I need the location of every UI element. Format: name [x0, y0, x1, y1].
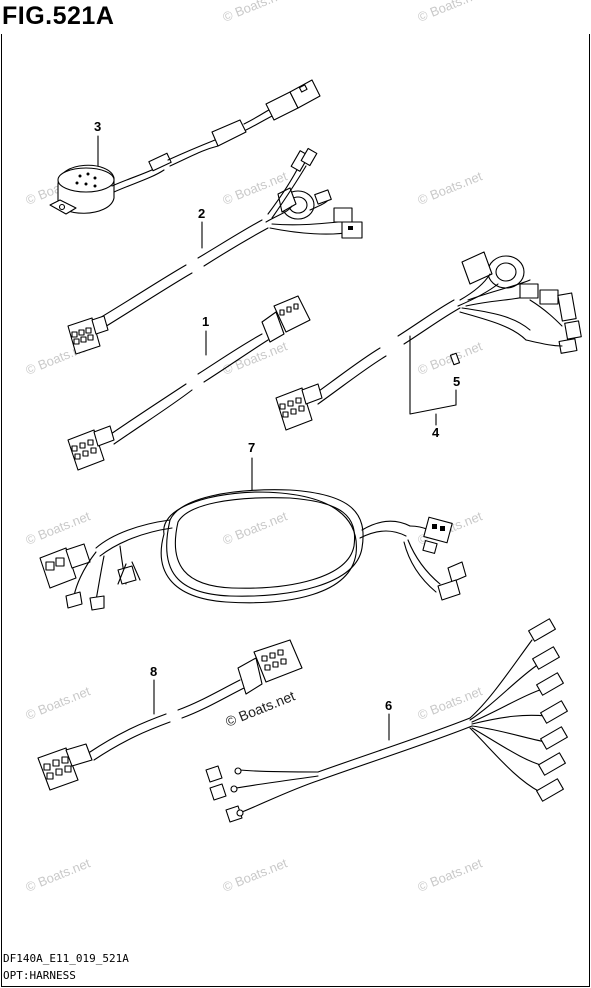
wire-sleeve — [211, 119, 247, 147]
harness-loop — [160, 491, 357, 604]
wire — [269, 221, 353, 235]
watermark: © Boats.net — [416, 168, 485, 208]
callout-7: 7 — [248, 440, 255, 455]
part-6-harness[interactable]: 6 — [205, 618, 568, 823]
buzzer-top — [57, 167, 115, 193]
callout-3: 3 — [94, 119, 101, 134]
part-2-harness[interactable]: 2 — [67, 147, 363, 355]
connector-housing — [39, 547, 77, 589]
part-7-harness[interactable]: 7 — [39, 440, 467, 611]
callout-2: 2 — [198, 206, 205, 221]
part-1-harness[interactable]: 1 — [67, 295, 311, 471]
harness-tube — [397, 299, 461, 345]
callout-5: 5 — [453, 374, 460, 389]
harness-tube — [197, 333, 269, 383]
callout-1: 1 — [202, 314, 209, 329]
wire — [235, 769, 321, 813]
harness-tube — [359, 520, 411, 539]
harness-tube — [177, 679, 245, 719]
wire — [167, 139, 219, 167]
fuse — [449, 352, 461, 366]
connector-housing — [67, 429, 105, 471]
connector — [519, 283, 539, 299]
connector-housing — [273, 295, 311, 333]
harness-tube — [317, 717, 473, 781]
callout-4: 4 — [432, 425, 440, 440]
part-4-harness[interactable]: 5 4 — [275, 251, 582, 440]
connector — [423, 516, 453, 544]
figure-title: FIG.521A — [2, 2, 115, 30]
watermark: © Boats.net — [416, 0, 485, 25]
harness-tube — [107, 383, 193, 445]
connector-housing — [253, 639, 303, 683]
harness-tube — [89, 713, 171, 761]
watermark: © Boats.net — [24, 508, 93, 548]
watermark: © Boats.net — [221, 508, 290, 548]
harness-tube — [95, 519, 173, 557]
harness-tube — [311, 347, 387, 405]
part-3-harness[interactable]: 3 — [49, 79, 321, 215]
connector-housing — [67, 317, 101, 355]
leader-bracket — [409, 335, 457, 415]
connector — [539, 289, 559, 305]
figure-code: DF140A_E11_019_521A — [3, 952, 129, 965]
watermark: © Boats.net — [221, 855, 290, 895]
watermark-prominent: © Boats.net — [223, 687, 297, 729]
wire — [111, 165, 165, 193]
callout-8: 8 — [150, 664, 157, 679]
part-8-harness[interactable]: 8 — [37, 639, 303, 791]
watermark: © Boats.net — [416, 855, 485, 895]
harness-loop — [166, 489, 364, 597]
connector — [333, 207, 353, 223]
wire — [459, 307, 531, 341]
harness-loop — [174, 497, 356, 589]
harness-tube — [197, 219, 269, 267]
watermark: © Boats.net — [221, 0, 290, 25]
watermark: © Boats.net — [416, 338, 485, 378]
terminal-sleeve — [528, 618, 556, 642]
figure-frame — [1, 34, 590, 987]
wire-boot — [148, 152, 172, 172]
watermark: © Boats.net — [221, 338, 290, 378]
callout-6: 6 — [385, 698, 392, 713]
watermark: © Boats.net — [24, 855, 93, 895]
connector — [289, 79, 321, 109]
watermark: © Boats.net — [24, 683, 93, 723]
section-title: OPT:HARNESS — [3, 969, 76, 982]
